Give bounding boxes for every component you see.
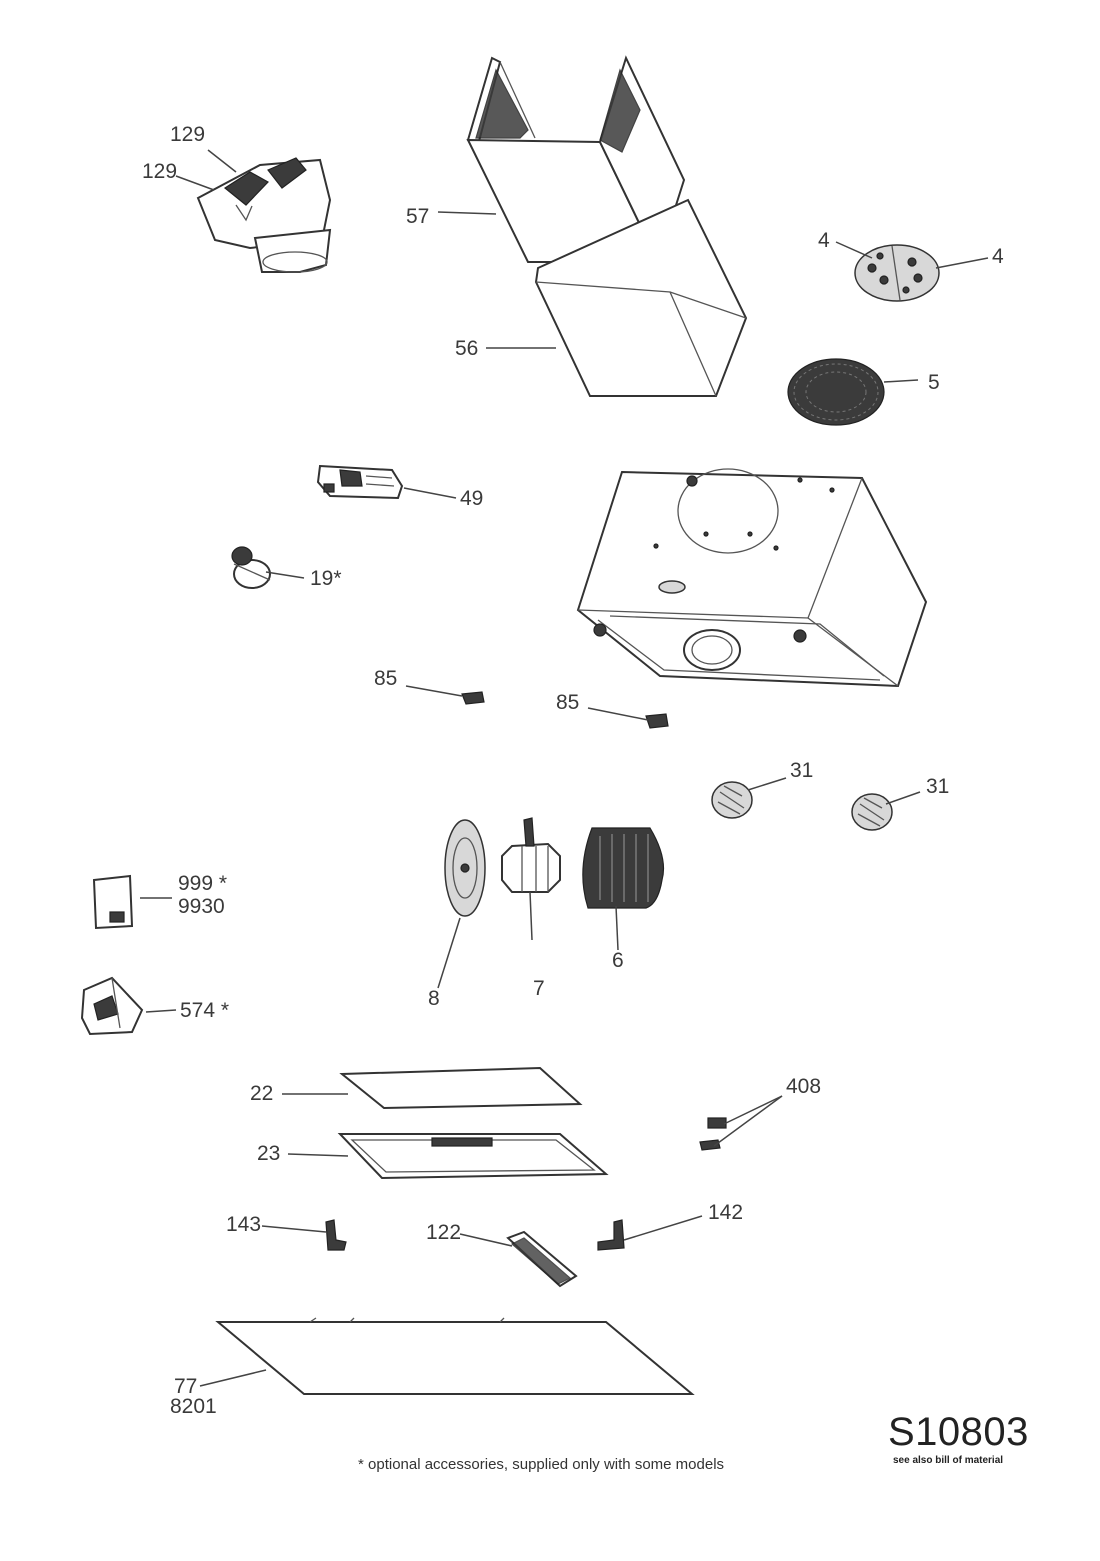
part-49-control-board <box>316 464 404 500</box>
label-6: 6 <box>612 949 624 972</box>
part-57-upper-chimney <box>466 55 686 265</box>
label-4-left: 4 <box>818 229 830 252</box>
label-23: 23 <box>257 1142 281 1165</box>
label-22: 22 <box>250 1082 274 1105</box>
label-77: 77 <box>174 1375 198 1398</box>
label-85-left: 85 <box>374 667 398 690</box>
label-9930: 9930 <box>178 895 225 918</box>
part-999-manual <box>92 874 134 930</box>
label-4-right: 4 <box>992 245 1004 268</box>
part-574-kit <box>80 976 144 1036</box>
part-22-glass-panel <box>339 1066 583 1110</box>
label-142: 142 <box>708 1201 744 1224</box>
label-408: 408 <box>786 1075 822 1098</box>
label-129-top: 129 <box>170 123 206 146</box>
label-7: 7 <box>533 977 545 1000</box>
part-122-light-bar <box>506 1230 578 1288</box>
label-56: 56 <box>455 337 479 360</box>
leader-lines <box>140 149 989 1387</box>
part-77-bottom-panel <box>215 1317 695 1395</box>
label-31-right: 31 <box>926 775 950 798</box>
part-4-filter-halves <box>854 244 940 302</box>
label-8201: 8201 <box>170 1395 217 1418</box>
part-5-charcoal-filter <box>787 358 885 426</box>
part-408-clips <box>699 1117 727 1151</box>
hood-body <box>576 468 928 688</box>
part-7-motor <box>501 817 561 941</box>
part-142-bracket <box>597 1219 625 1251</box>
label-5: 5 <box>928 371 940 394</box>
label-19: 19* <box>310 567 342 590</box>
label-143: 143 <box>226 1213 262 1236</box>
part-19-lamp <box>231 546 271 589</box>
part-23-filter-frame <box>337 1133 609 1180</box>
diagram-subtitle: see also bill of material <box>893 1455 1004 1466</box>
part-56-lower-chimney <box>534 198 748 397</box>
label-85-right: 85 <box>556 691 580 714</box>
label-574: 574 * <box>180 999 230 1022</box>
label-31-left: 31 <box>790 759 814 782</box>
part-85-feet <box>461 691 669 729</box>
label-8: 8 <box>428 987 440 1010</box>
part-129-housing <box>196 157 332 273</box>
part-8-motor-plate <box>444 819 486 917</box>
footnote: * optional accessories, supplied only wi… <box>358 1456 725 1473</box>
label-999: 999 * <box>178 872 228 895</box>
part-31-knobs <box>711 781 893 831</box>
label-129: 129 <box>142 160 178 183</box>
diagram-code: S10803 <box>888 1410 1029 1454</box>
label-122: 122 <box>426 1221 462 1244</box>
part-6-blower-wheel <box>582 827 665 909</box>
part-143-bracket <box>325 1219 347 1251</box>
label-57: 57 <box>406 205 430 228</box>
label-49: 49 <box>460 487 484 510</box>
